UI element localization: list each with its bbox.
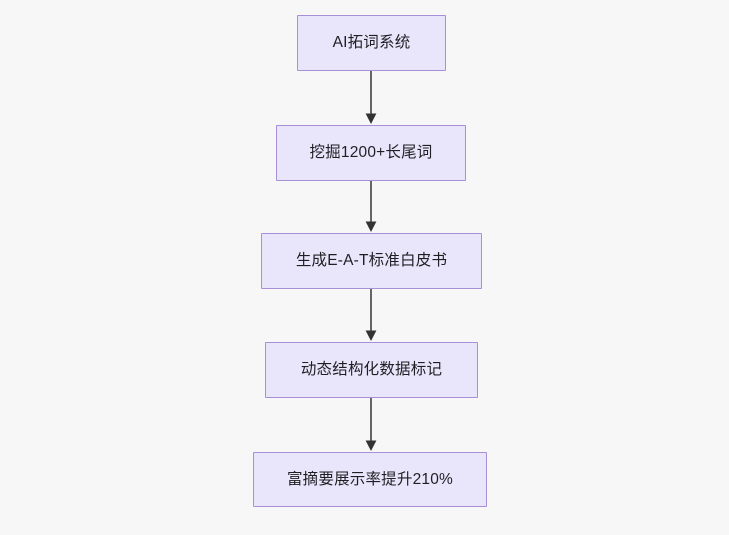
flowchart-node-n1[interactable]: AI拓词系统 bbox=[297, 15, 446, 71]
flowchart-node-label: 富摘要展示率提升210% bbox=[286, 470, 454, 488]
flowchart-node-label: AI拓词系统 bbox=[332, 34, 411, 52]
flowchart-node-n2[interactable]: 挖掘1200+长尾词 bbox=[276, 125, 466, 181]
arrow-down-icon bbox=[365, 221, 377, 232]
flowchart-node-n5[interactable]: 富摘要展示率提升210% bbox=[253, 452, 487, 507]
flowchart-node-label: 挖掘1200+长尾词 bbox=[309, 144, 433, 162]
flowchart-node-label: 生成E-A-T标准白皮书 bbox=[295, 252, 448, 270]
flowchart-node-label: 动态结构化数据标记 bbox=[300, 361, 443, 379]
flowchart-edge-e3 bbox=[359, 289, 383, 342]
arrow-down-icon bbox=[365, 113, 377, 124]
flowchart-edge-e2 bbox=[359, 181, 383, 233]
arrow-down-icon bbox=[365, 330, 377, 341]
flowchart-node-n3[interactable]: 生成E-A-T标准白皮书 bbox=[261, 233, 482, 289]
flowchart-edge-e1 bbox=[359, 71, 383, 125]
arrow-down-icon bbox=[365, 440, 377, 451]
flowchart-node-n4[interactable]: 动态结构化数据标记 bbox=[265, 342, 478, 398]
flowchart-edge-e4 bbox=[359, 398, 383, 452]
